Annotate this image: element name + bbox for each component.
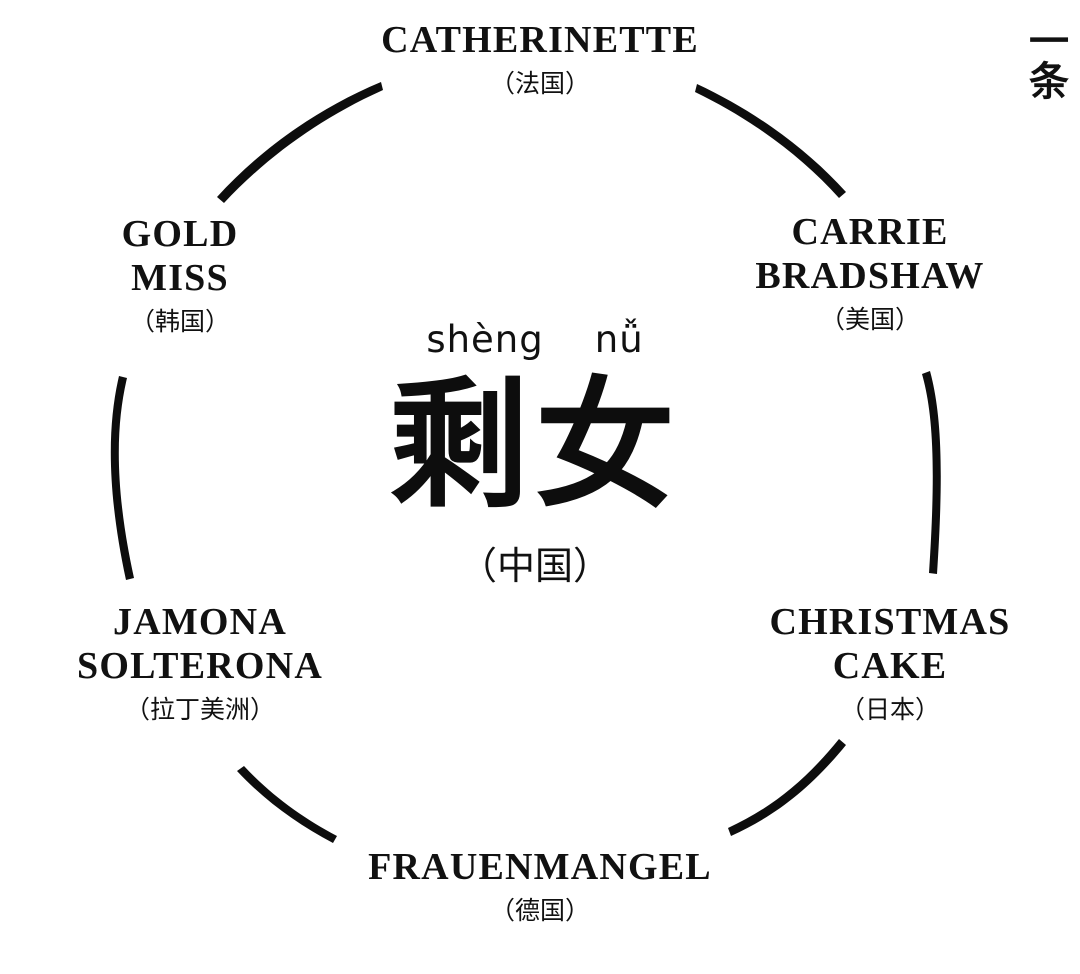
node-term: FRAUENMANGEL: [368, 846, 712, 888]
arc-lowleft-upleft: [110, 376, 134, 580]
node-term: JAMONA SOLTERONA: [77, 601, 323, 688]
center-pinyin: shèng nǚ: [426, 318, 644, 361]
node-jamona-solterona: JAMONA SOLTERONA （拉丁美洲）: [30, 600, 370, 722]
node-term: CHRISTMAS CAKE: [769, 601, 1011, 688]
center-term-group: shèng nǚ 剩女 （中国）: [285, 318, 785, 590]
node-frauenmangel: FRAUENMANGEL （德国）: [330, 845, 750, 923]
node-region: （韩国）: [129, 307, 230, 337]
node-region: （德国）: [489, 896, 590, 926]
node-region: （拉丁美洲）: [124, 695, 275, 725]
node-christmas-cake: CHRISTMAS CAKE （日本）: [730, 600, 1050, 722]
arc-top-upright: [695, 84, 846, 198]
node-carrie-bradshaw: CARRIE BRADSHAW （美国）: [700, 210, 1040, 332]
center-region: （中国）: [458, 544, 611, 588]
arc-lowright-bottom: [728, 739, 846, 836]
node-term: GOLD MISS: [121, 213, 239, 300]
arc-upleft-top: [217, 82, 383, 203]
node-term: CARRIE BRADSHAW: [755, 211, 985, 298]
node-region: （美国）: [819, 305, 920, 335]
arc-upright-lowright: [922, 371, 941, 574]
node-region: （法国）: [489, 69, 590, 99]
center-hanzi: 剩女: [388, 365, 681, 528]
arc-bottom-lowleft: [237, 766, 337, 843]
node-gold-miss: GOLD MISS （韩国）: [40, 212, 320, 334]
node-catherinette: CATHERINETTE （法国）: [330, 18, 750, 96]
node-region: （日本）: [839, 695, 940, 725]
node-term: CATHERINETTE: [381, 19, 699, 61]
watermark-yitiao: 一条: [1022, 20, 1068, 100]
